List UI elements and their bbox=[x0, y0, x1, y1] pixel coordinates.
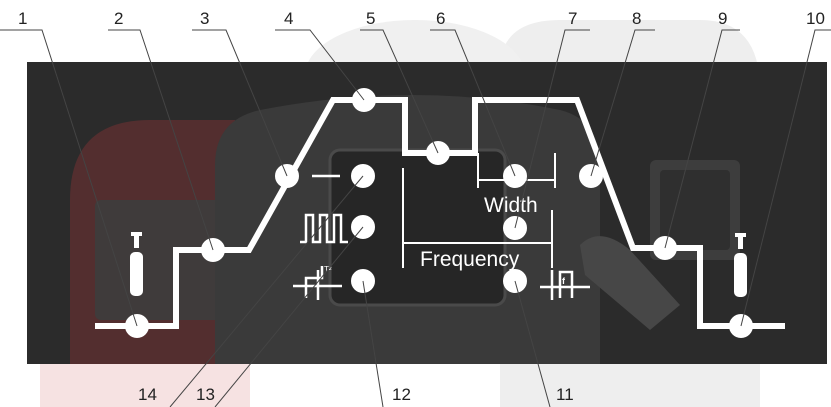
frequency-label: Frequency bbox=[420, 248, 520, 271]
callout-8: 8 bbox=[632, 9, 641, 28]
width-label: Width bbox=[484, 194, 538, 217]
pulse-waveform-icon bbox=[300, 213, 348, 244]
callout-14: 14 bbox=[138, 385, 157, 404]
callout-2: 2 bbox=[114, 9, 123, 28]
bottom-callouts: 14 13 12 11 bbox=[138, 385, 574, 404]
callout-4: 4 bbox=[284, 9, 293, 28]
callout-12: 12 bbox=[392, 385, 411, 404]
callout-13: 13 bbox=[196, 385, 215, 404]
top-callouts: 1 2 3 4 5 6 7 8 9 10 bbox=[18, 9, 825, 28]
svg-text:f: f bbox=[562, 276, 566, 286]
gas-cylinder-icon bbox=[734, 233, 747, 297]
frequency-bracket bbox=[402, 168, 553, 268]
frequency-adjust-icon: f bbox=[540, 270, 590, 300]
callout-9: 9 bbox=[718, 9, 727, 28]
callout-3: 3 bbox=[200, 9, 209, 28]
panel-background-imagery bbox=[70, 95, 740, 364]
callout-7: 7 bbox=[568, 9, 577, 28]
bottom-callout-leaders bbox=[169, 175, 551, 407]
callout-1: 1 bbox=[18, 9, 27, 28]
callout-10: 10 bbox=[806, 9, 825, 28]
gas-cylinder-icon bbox=[130, 232, 143, 296]
callout-6: 6 bbox=[436, 9, 445, 28]
top-callout-leaders bbox=[0, 29, 831, 327]
callout-5: 5 bbox=[366, 9, 375, 28]
callout-11: 11 bbox=[556, 385, 574, 404]
